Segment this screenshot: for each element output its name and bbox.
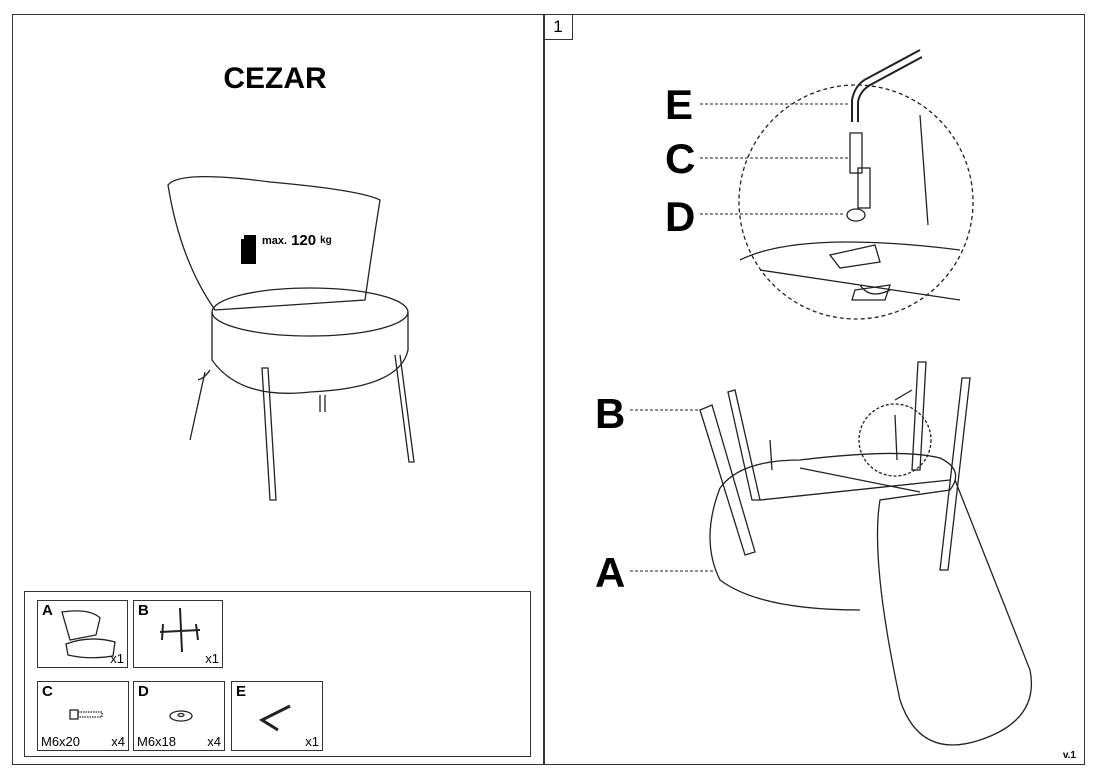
version-label: v.1 [1062, 750, 1076, 761]
part-letter: B [138, 602, 149, 619]
part-letter: C [42, 683, 53, 700]
part-b: B x1 [133, 600, 223, 668]
parts-list [24, 591, 531, 757]
step-number: 1 [543, 14, 573, 40]
part-qty: x1 [305, 734, 319, 749]
callout-e: E [665, 81, 694, 128]
part-a: A x1 [37, 600, 128, 668]
page-divider [543, 14, 545, 765]
part-letter: E [236, 683, 247, 700]
part-qty: x4 [111, 734, 125, 749]
callout-d: D [665, 193, 696, 240]
part-letter: A [42, 602, 53, 619]
assembly-illustration [630, 361, 1032, 746]
part-c: C M6x20 x4 [37, 681, 129, 751]
part-size: M6x18 [137, 734, 177, 749]
max-load-label: max. 120 kg [240, 232, 332, 249]
chair-illustration [167, 176, 415, 501]
detail-magnifier [700, 49, 974, 320]
part-qty: x1 [110, 651, 124, 666]
callout-a: A [595, 549, 626, 596]
max-load-unit: kg [320, 235, 332, 246]
callout-b: B [595, 390, 626, 437]
part-qty: x1 [205, 651, 219, 666]
weight-icon [241, 235, 256, 264]
part-letter: D [138, 683, 149, 700]
product-title: CEZAR [223, 62, 327, 95]
max-load-value: 120 [291, 232, 317, 249]
callout-c: C [665, 135, 696, 182]
part-size: M6x20 [41, 734, 81, 749]
part-d: D M6x18 x4 [133, 681, 225, 751]
max-load-prefix: max. [262, 234, 288, 247]
part-e: E x1 [231, 681, 323, 751]
part-qty: x4 [207, 734, 221, 749]
part-thumbnails [61, 607, 291, 732]
